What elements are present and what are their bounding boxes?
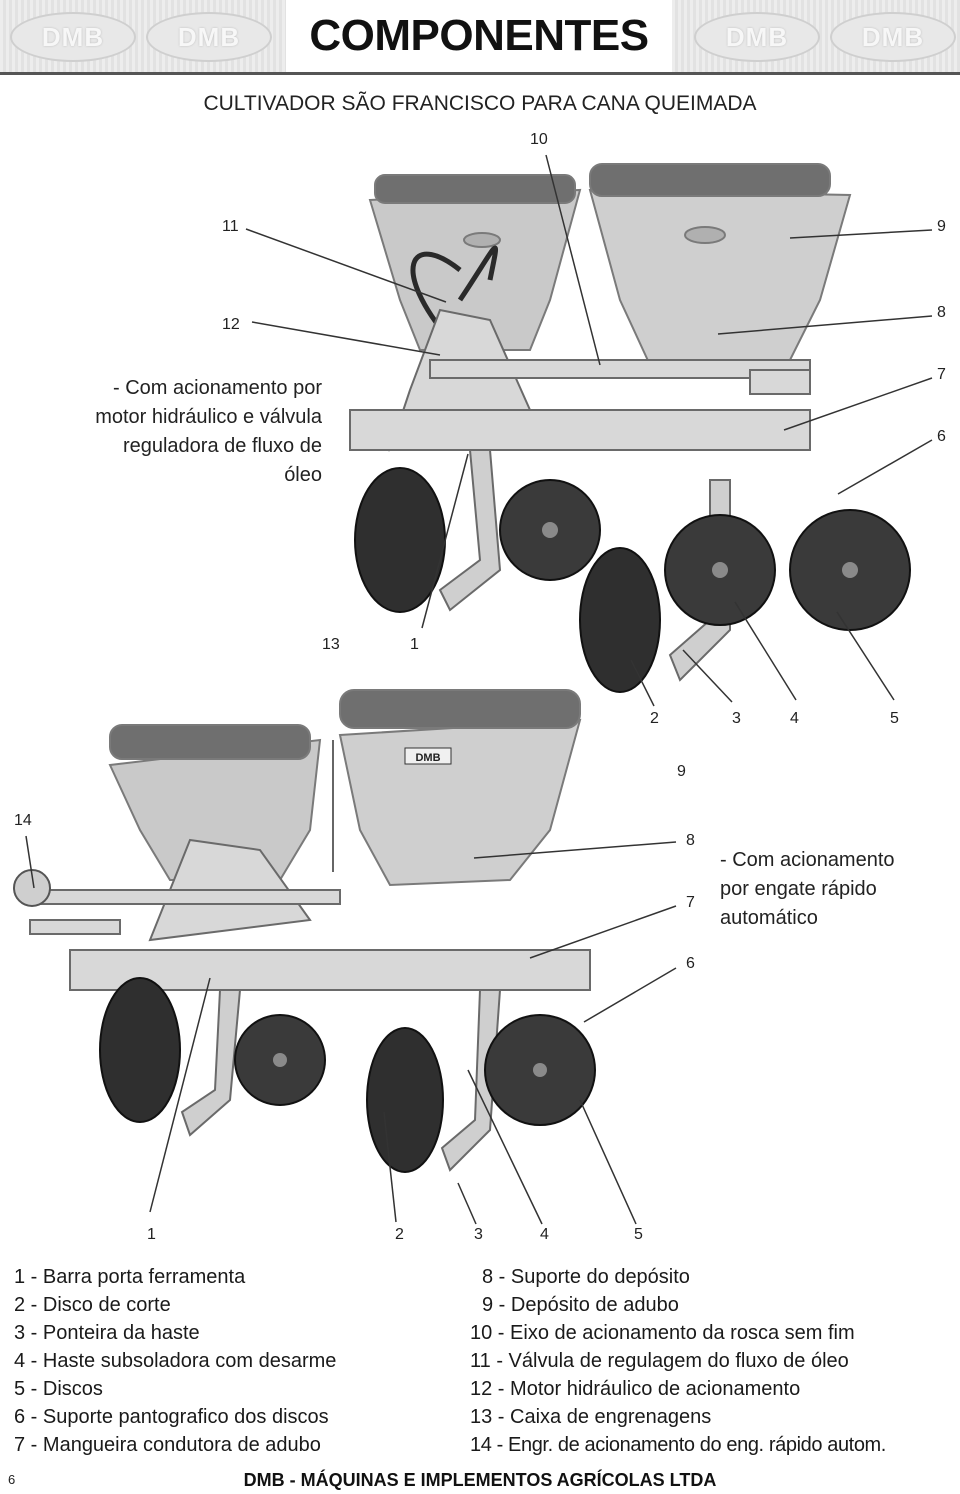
callout-11: 11 xyxy=(222,218,239,235)
callout-8: 8 xyxy=(937,304,946,321)
legend-item: 6 - Suporte pantografico dos discos xyxy=(14,1406,329,1428)
figure2-leader-lines xyxy=(25,740,677,1225)
dmb-logo: DMB xyxy=(830,12,956,62)
machine-photo-quick-coupling: DMB xyxy=(13,689,596,1173)
legend-item: 10 - Eixo de acionamento da rosca sem fi… xyxy=(470,1322,855,1344)
callout-7: 7 xyxy=(937,366,946,383)
callout-6b: 6 xyxy=(686,955,695,972)
shanks-2 xyxy=(180,989,502,1172)
callout-9: 9 xyxy=(937,218,946,235)
dmb-logo: DMB xyxy=(694,12,820,62)
page-title: COMPONENTES xyxy=(309,11,649,60)
frame-2 xyxy=(29,838,591,991)
callout-2b: 2 xyxy=(395,1226,404,1243)
callout-6: 6 xyxy=(937,428,946,445)
callout-2: 2 xyxy=(650,710,659,727)
title-box: COMPONENTES xyxy=(286,0,672,72)
callout-10: 10 xyxy=(530,131,548,148)
dmb-logo: DMB xyxy=(10,12,136,62)
callout-8b: 8 xyxy=(686,832,695,849)
dmb-logo: DMB xyxy=(146,12,272,62)
cutting-disc-right xyxy=(579,547,661,693)
document-subtitle: CULTIVADOR SÃO FRANCISCO PARA CANA QUEIM… xyxy=(203,92,757,115)
gear-sprocket xyxy=(13,869,51,907)
page-number: 6 xyxy=(8,1472,16,1487)
legend-item: 9 - Depósito de adubo xyxy=(482,1294,679,1316)
footer-company: DMB - MÁQUINAS E IMPLEMENTOS AGRÍCOLAS L… xyxy=(243,1470,717,1490)
legend-item: 3 - Ponteira da haste xyxy=(14,1322,200,1344)
callout-5b: 5 xyxy=(634,1226,643,1243)
legend-item: 12 - Motor hidráulico de acionamento xyxy=(470,1378,801,1400)
legend-item: 11 - Válvula de regulagem do fluxo de ól… xyxy=(470,1350,849,1372)
header-divider xyxy=(0,72,960,75)
legend-item: 7 - Mangueira condutora de adubo xyxy=(14,1434,321,1456)
hopper-left-2 xyxy=(108,724,322,881)
hopper-right xyxy=(588,163,852,367)
note-quick-coupling: - Com acionamento por engate rápido auto… xyxy=(720,849,895,929)
legend-item: 13 - Caixa de engrenagens xyxy=(470,1406,712,1428)
figure1-leader-lines xyxy=(245,154,933,707)
callout-3: 3 xyxy=(732,710,741,727)
legend-item: 14 - Engr. de acionamento do eng. rápido… xyxy=(470,1434,886,1456)
note-hydraulic: - Com acionamento por motor hidráulico e… xyxy=(95,377,322,486)
legend-item: 8 - Suporte do depósito xyxy=(482,1266,690,1288)
callout-12: 12 xyxy=(222,316,240,333)
hopper-left xyxy=(368,174,582,351)
machine-photo-hydraulic xyxy=(349,163,911,693)
hopper-brand-label: DMB xyxy=(415,752,440,764)
legend-item: 1 - Barra porta ferramenta xyxy=(14,1266,246,1288)
hopper-right-2 xyxy=(338,689,582,887)
callout-5: 5 xyxy=(890,710,899,727)
legend-item: 2 - Disco de corte xyxy=(14,1294,171,1316)
callout-14: 14 xyxy=(14,812,32,829)
callout-1b: 1 xyxy=(147,1226,156,1243)
frame xyxy=(349,308,811,452)
legend-item: 4 - Haste subsoladora com desarme xyxy=(14,1350,337,1372)
cutting-disc-left-2 xyxy=(99,977,181,1123)
hydraulic-hoses xyxy=(410,245,499,342)
callout-13: 13 xyxy=(322,636,340,653)
callout-9b: 9 xyxy=(677,763,686,780)
callout-4: 4 xyxy=(790,710,799,727)
legend-item: 5 - Discos xyxy=(14,1378,103,1400)
callout-7b: 7 xyxy=(686,894,695,911)
callout-4b: 4 xyxy=(540,1226,549,1243)
callout-3b: 3 xyxy=(474,1226,483,1243)
callout-1: 1 xyxy=(410,636,419,653)
